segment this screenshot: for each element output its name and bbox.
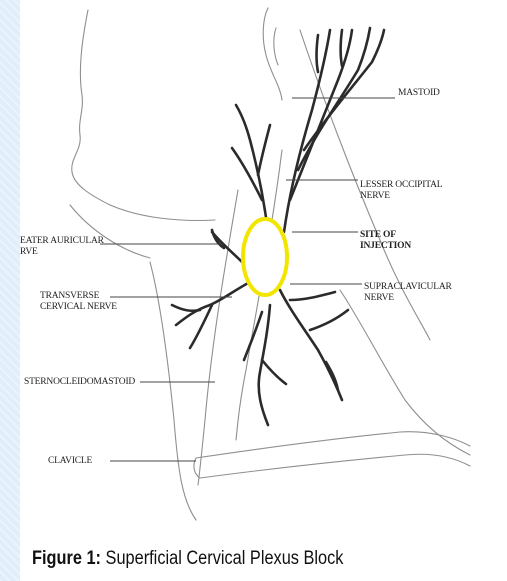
figure-caption: Figure 1: Superficial Cervical Plexus Bl… <box>32 548 343 570</box>
lesser-occipital-branch-2 <box>298 28 370 170</box>
ear-inner <box>274 28 278 65</box>
supraclavicular-branch-4 <box>262 360 286 384</box>
supraclavicular-nerve <box>280 290 342 400</box>
supraclavicular-branch-1 <box>290 292 335 300</box>
label-clavicle: CLAVICLE <box>48 456 92 467</box>
scm-front-border <box>198 190 238 485</box>
label-greater-auricular: EATER AURICULAR RVE <box>20 236 104 258</box>
label-site-of-injection: SITE OF INJECTION <box>360 230 411 252</box>
greater-auricular-nerve <box>236 105 268 232</box>
shoulder-line <box>340 290 470 455</box>
lesser-occipital-nerve <box>284 30 330 232</box>
label-supraclavicular: SUPRACLAVICULAR NERVE <box>364 282 452 304</box>
caption-prefix: Figure 1: <box>32 548 101 569</box>
transverse-cervical-branch-2 <box>172 305 200 311</box>
injection-site-ring <box>243 219 287 295</box>
label-mastoid: MASTOID <box>398 88 440 99</box>
transverse-cervical-nerve <box>176 282 250 325</box>
lesser-occipital-tip-2 <box>341 30 343 66</box>
supraclavicular-branch-2 <box>310 310 348 330</box>
clavicle-lower <box>200 454 470 478</box>
supraclavicular-branch-3 <box>259 305 270 425</box>
face-outline <box>72 10 215 220</box>
label-lesser-occipital: LESSER OCCIPITAL NERVE <box>360 180 442 202</box>
label-transverse-cervical: TRANSVERSE CERVICAL NERVE <box>40 291 117 313</box>
neck-front <box>150 262 196 520</box>
lesser-occipital-branch-1 <box>290 30 352 200</box>
supraclavicular-branch-5 <box>326 362 338 390</box>
lesser-occipital-tip <box>317 35 319 72</box>
caption-text: Superficial Cervical Plexus Block <box>101 548 343 569</box>
label-sternocleidomastoid: STERNOCLEIDOMASTOID <box>24 377 135 388</box>
supraclavicular-branch-6 <box>244 312 262 360</box>
ear-outline <box>263 8 282 100</box>
greater-auricular-branch-2 <box>258 125 270 175</box>
